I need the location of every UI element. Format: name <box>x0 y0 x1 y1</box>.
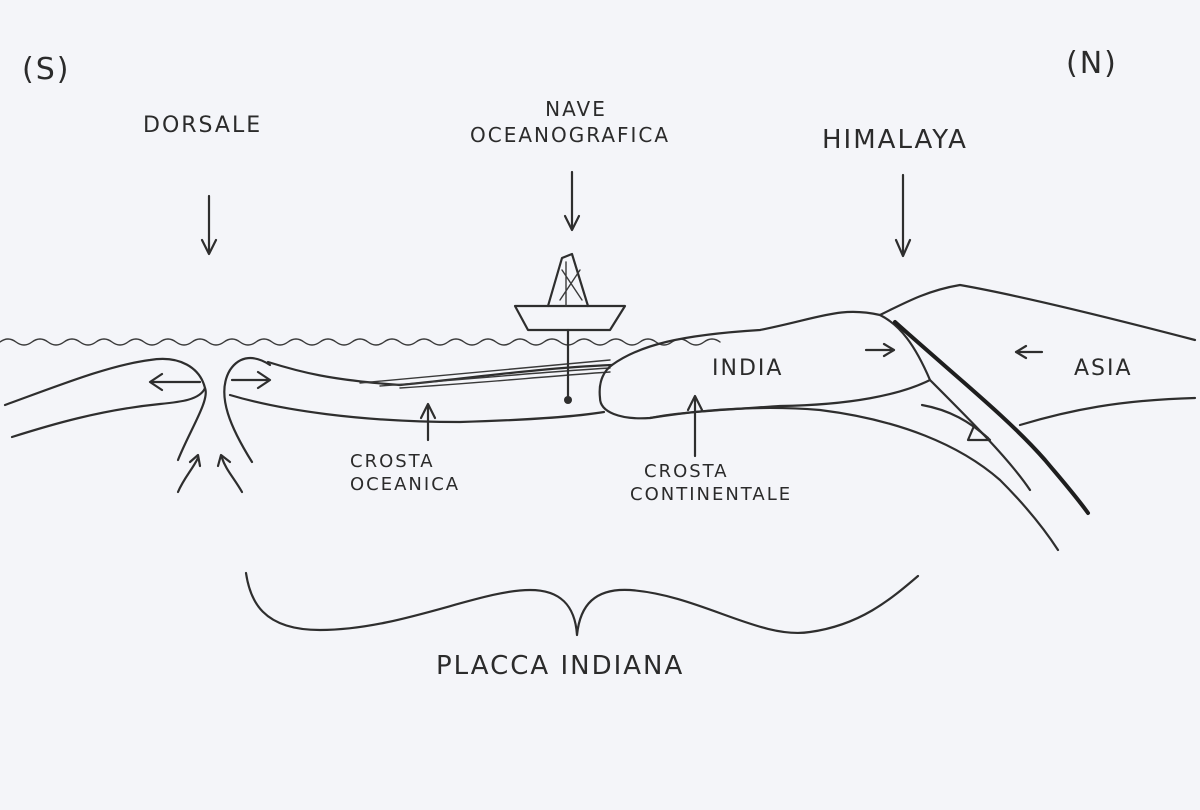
asia-continent <box>878 283 1197 342</box>
crosta-oceanica-line2: OCEANICA <box>350 474 461 496</box>
india-label: INDIA <box>712 356 784 381</box>
asia-label: ASIA <box>1074 356 1133 381</box>
himalaya-label: HIMALAYA <box>822 125 968 155</box>
dorsale-label: DORSALE <box>143 113 263 138</box>
crosta-oceanica-line1: CROSTA <box>350 451 435 472</box>
crosta-continentale-line2: CONTINENTALE <box>630 484 793 506</box>
nave-label-line2: OCEANOGRAFICA <box>470 123 671 147</box>
sea-surface <box>0 338 721 346</box>
nave-oceanografica-label: NAVE OCEANOGRAFICA <box>470 96 670 148</box>
south-label: (S) <box>22 52 71 87</box>
asia-base <box>1018 396 1197 427</box>
ridge-upwelling-left <box>176 386 207 462</box>
subduction-arrow <box>920 403 990 440</box>
india-continent <box>598 310 932 420</box>
crosta-continentale-label: CROSTA CONTINENTALE <box>630 460 792 507</box>
placca-indiana-brace <box>244 571 920 637</box>
upwelling-arrow-right <box>220 456 244 494</box>
crosta-continentale-line1: CROSTA <box>644 461 729 482</box>
oceanic-crust-bottom <box>228 393 606 424</box>
north-label: (N) <box>1066 46 1118 81</box>
subducting-slab-top <box>648 406 1060 552</box>
nave-label-line1: NAVE <box>545 97 607 121</box>
southern-plate-top <box>3 357 207 439</box>
upwelling-arrow-left <box>176 456 200 494</box>
ridge-upwelling-right <box>223 357 272 464</box>
placca-indiana-label: PLACCA INDIANA <box>436 651 685 681</box>
thrust-fault <box>893 320 1090 515</box>
crosta-oceanica-label: CROSTA OCEANICA <box>350 450 460 497</box>
research-ship-icon <box>513 252 627 404</box>
